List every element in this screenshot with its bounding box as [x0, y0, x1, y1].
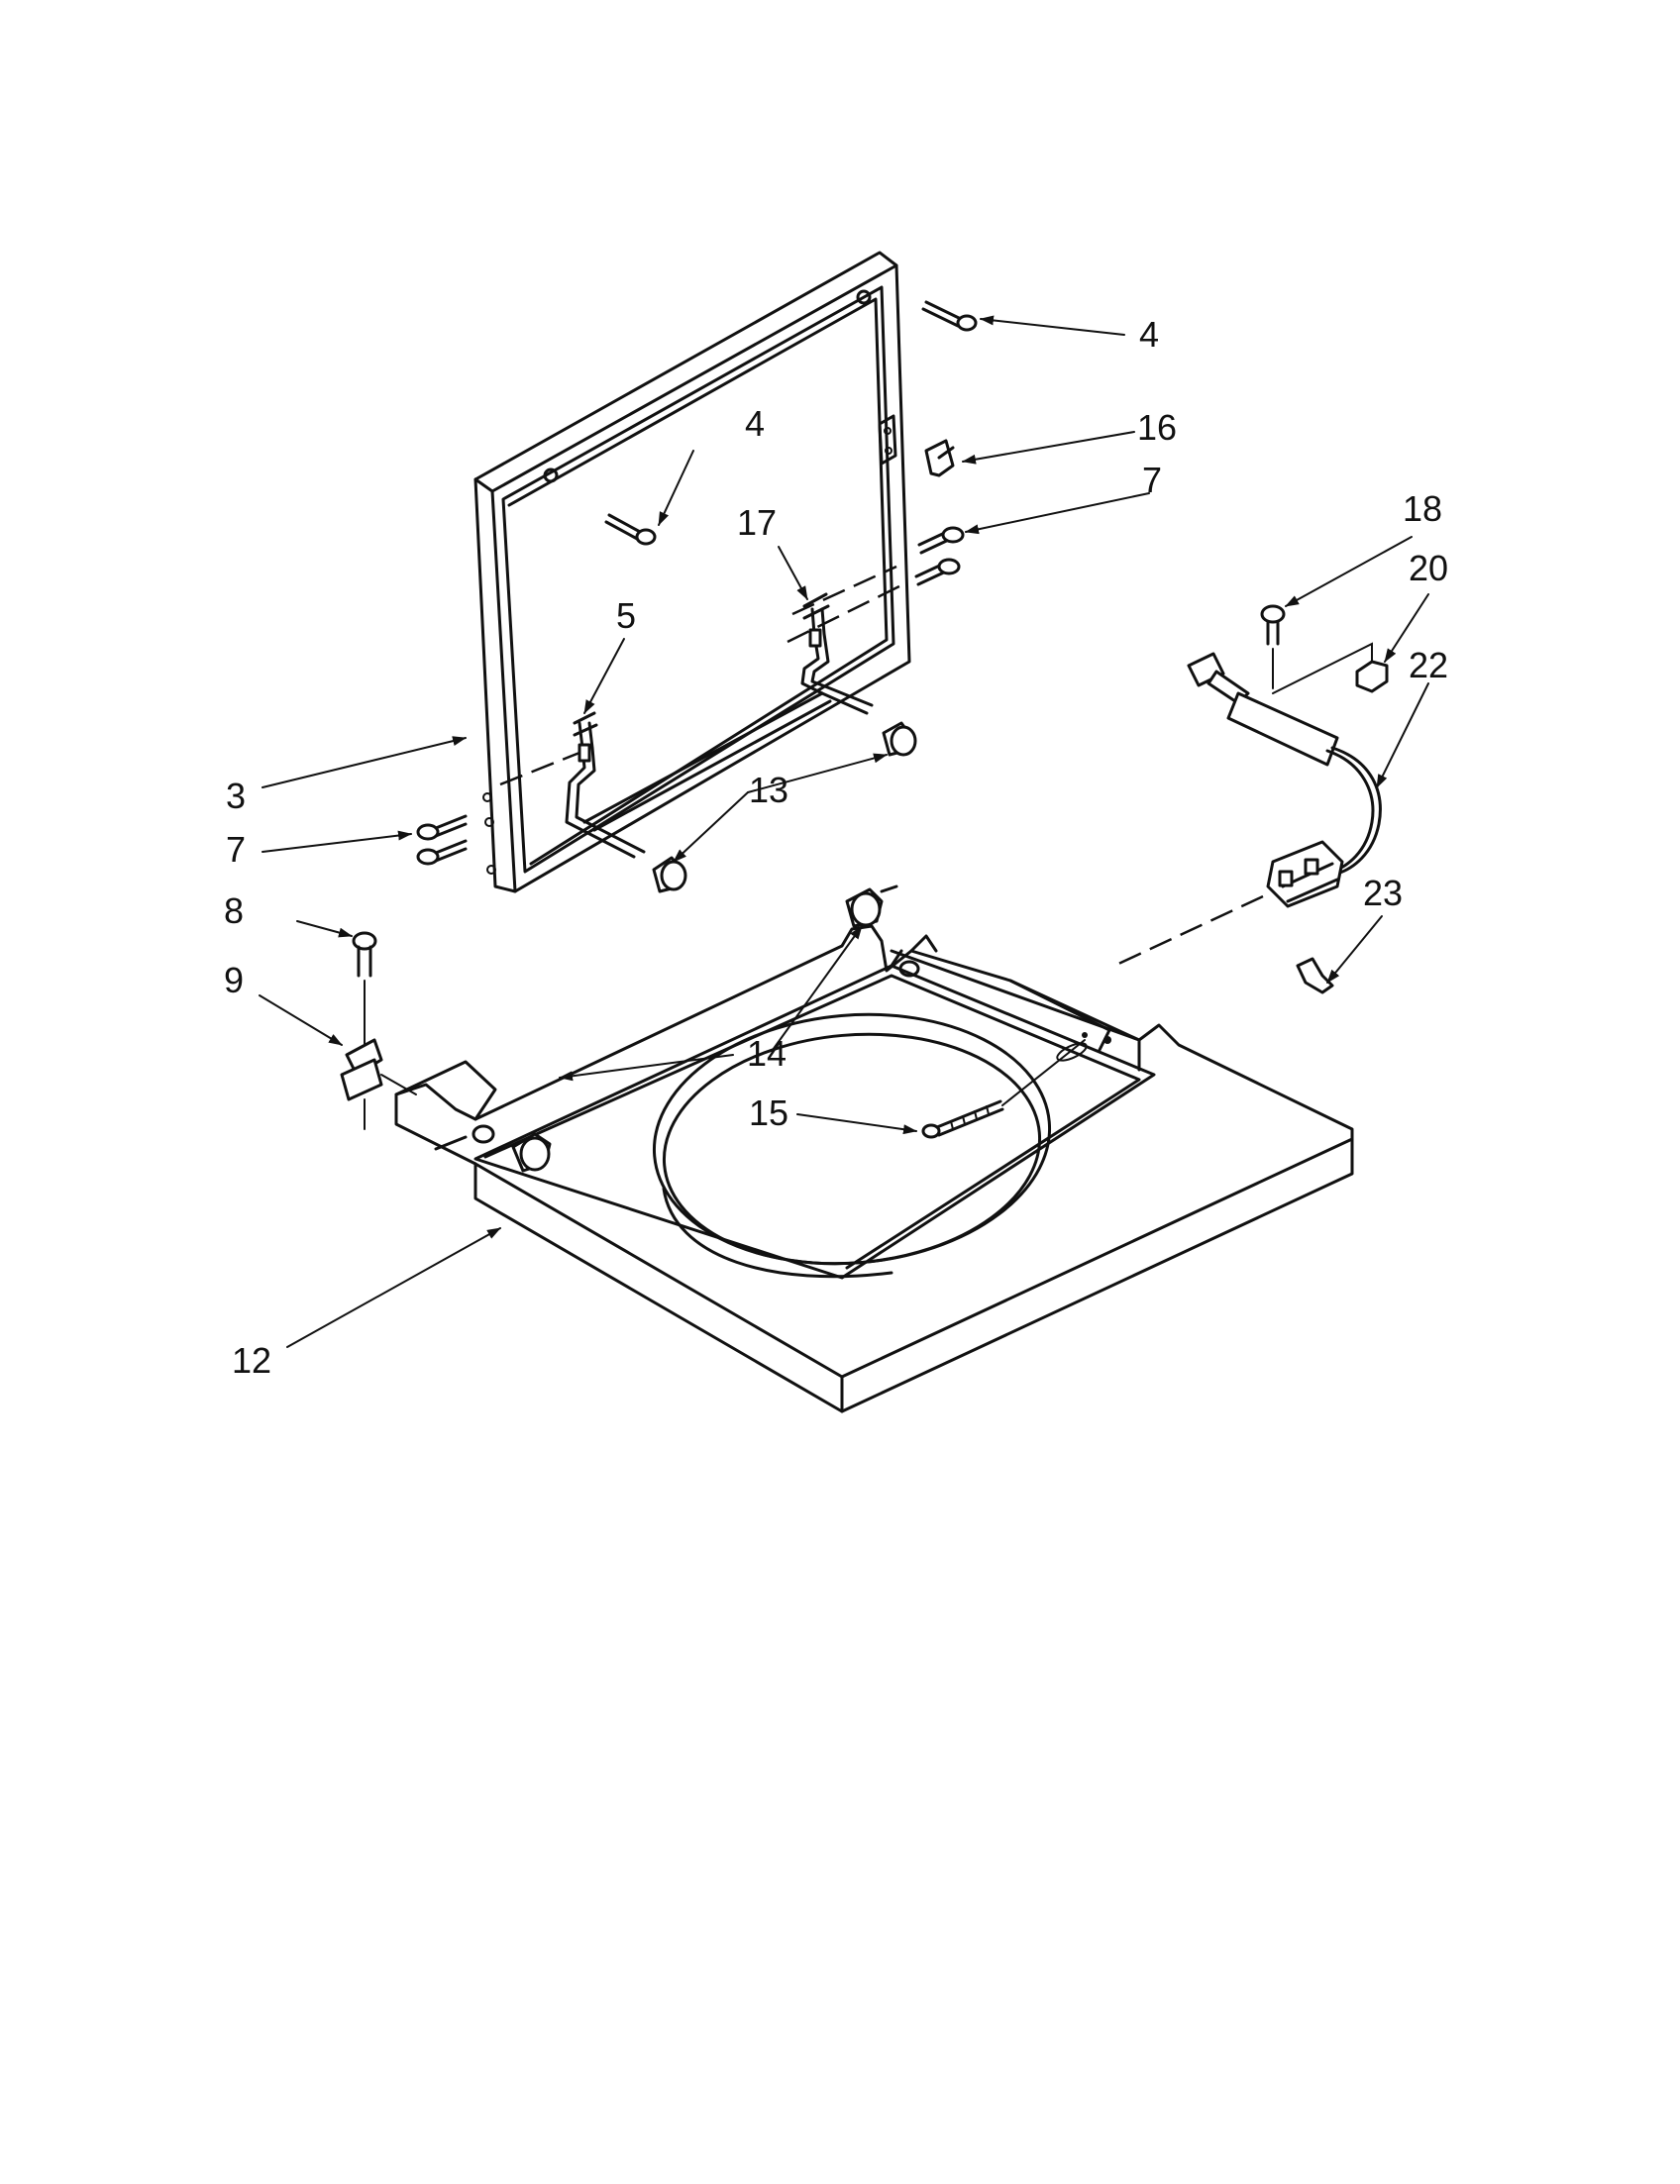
lid-bumpers: [652, 721, 917, 893]
callout-18: 18: [1403, 488, 1443, 529]
clip-23: [1296, 957, 1334, 994]
screws-7: [416, 526, 965, 866]
callout-7-left: 7: [226, 829, 247, 870]
hinge-parts: [340, 931, 417, 1130]
callout-9: 9: [224, 960, 245, 1000]
callout-23: 23: [1363, 873, 1404, 913]
leader-lines: [259, 315, 1429, 1348]
callout-8: 8: [224, 890, 245, 931]
callout-22: 22: [1409, 645, 1449, 685]
screw-15: [921, 1039, 1086, 1139]
callout-16: 16: [1137, 407, 1178, 448]
hinge-clip: [924, 439, 955, 477]
callout-13: 13: [749, 770, 789, 810]
lid-switch-assembly: [1113, 604, 1389, 968]
lid-frame: [473, 251, 911, 893]
callout-3: 3: [226, 776, 247, 816]
assembly-lines-lid: [499, 565, 904, 786]
top-panel: [394, 924, 1354, 1413]
callout-17: 17: [737, 502, 778, 543]
callout-15: 15: [749, 1092, 789, 1133]
callout-7-right: 7: [1142, 460, 1163, 500]
callout-5: 5: [616, 595, 637, 636]
callout-4-left: 4: [745, 403, 766, 444]
callout-4-right: 4: [1139, 314, 1160, 355]
lid-wire-harness: [565, 592, 874, 859]
callout-12: 12: [232, 1340, 272, 1381]
callout-20: 20: [1409, 548, 1449, 588]
callout-14: 14: [747, 1033, 788, 1074]
screws-4: [604, 300, 978, 546]
panel-bumpers: [511, 884, 898, 1173]
